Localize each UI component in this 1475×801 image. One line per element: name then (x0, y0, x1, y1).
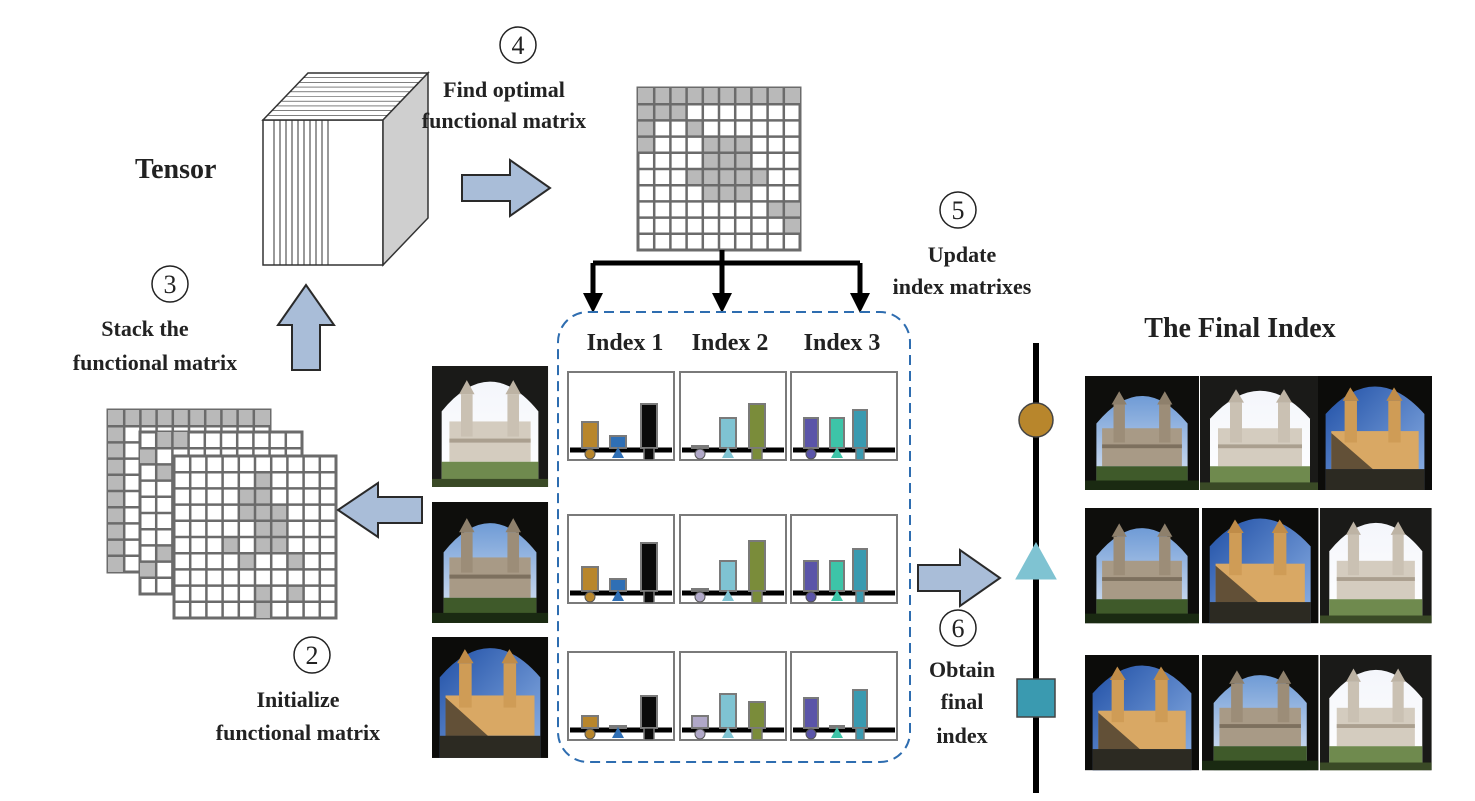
arrow-right-to-final-index (917, 548, 1002, 608)
final-row-1 (1085, 376, 1432, 490)
final-photo-2-1 (1085, 508, 1199, 624)
final-row-2 (1085, 508, 1432, 624)
input-photo-3 (432, 637, 549, 758)
index-header-3: Index 3 (804, 330, 881, 356)
arrow-up-to-tensor (276, 283, 336, 371)
final-photo-1-1 (1085, 376, 1199, 490)
step2-label-line1: Initialize (256, 687, 339, 712)
step6-label-line1: Obtain (929, 657, 995, 682)
final-photo-2-2 (1202, 508, 1319, 624)
step4-label-line2: functional matrix (422, 108, 586, 133)
optimal-functional-matrix (636, 86, 802, 252)
final-index-title: The Final Index (1144, 313, 1335, 344)
index-cell (679, 514, 787, 604)
step5-number-badge: 5 (939, 191, 977, 229)
step5-label-line2: index matrixes (893, 274, 1032, 299)
index-matrix-cells (567, 371, 898, 741)
arrow-right-to-optimal-matrix (461, 158, 552, 218)
step2-label-line2: functional matrix (216, 720, 380, 745)
stacked-functional-matrices (106, 408, 338, 620)
svg-text:5: 5 (952, 196, 965, 225)
final-photo-1-3 (1318, 376, 1432, 490)
input-photo-2 (432, 502, 549, 623)
final-photo-3-3 (1320, 655, 1432, 771)
final-photo-2-3 (1320, 508, 1432, 624)
optimal-matrix-grid (636, 86, 802, 252)
circle-marker-icon (1018, 402, 1054, 438)
step2-number-badge: 2 (293, 636, 331, 674)
step4-number-badge: 4 (499, 26, 537, 64)
final-row-3 (1085, 655, 1432, 771)
svg-text:6: 6 (952, 614, 965, 643)
step6-number-badge: 6 (939, 609, 977, 647)
square-marker-icon (1016, 678, 1056, 718)
step6-label-line2: final (941, 689, 984, 714)
final-photo-3-1 (1085, 655, 1199, 771)
final-photo-1-2 (1200, 376, 1320, 490)
index-cell (679, 371, 787, 461)
svg-text:2: 2 (306, 641, 319, 670)
tensor-label: Tensor (135, 154, 216, 185)
arrow-left-to-matrices (336, 481, 423, 539)
index-cell (790, 651, 898, 741)
index-cell (790, 371, 898, 461)
step3-label-line2: functional matrix (73, 350, 237, 375)
step5-label-line1: Update (928, 242, 997, 267)
input-photo-1 (432, 366, 549, 487)
index-header-1: Index 1 (587, 330, 664, 356)
index-cell (567, 651, 675, 741)
index-cell (567, 371, 675, 461)
index-cell (567, 514, 675, 604)
triangle-marker-icon (1015, 541, 1057, 580)
functional-matrix-front (172, 454, 338, 620)
index-cell (790, 514, 898, 604)
step3-number-badge: 3 (151, 265, 189, 303)
index-matrices-box (557, 311, 911, 763)
branch-arrowheads (583, 293, 870, 313)
branch-arrows-to-indexes (590, 250, 863, 296)
index-header-2: Index 2 (692, 330, 769, 356)
step6-label-line3: index (936, 723, 987, 748)
svg-text:4: 4 (512, 31, 525, 60)
step3-label-line1: Stack the (101, 316, 189, 341)
final-photo-3-2 (1202, 655, 1319, 771)
step4-label-line1: Find optimal (443, 77, 565, 102)
svg-text:3: 3 (164, 270, 177, 299)
tensor-cube (261, 71, 430, 267)
index-cell (679, 651, 787, 741)
